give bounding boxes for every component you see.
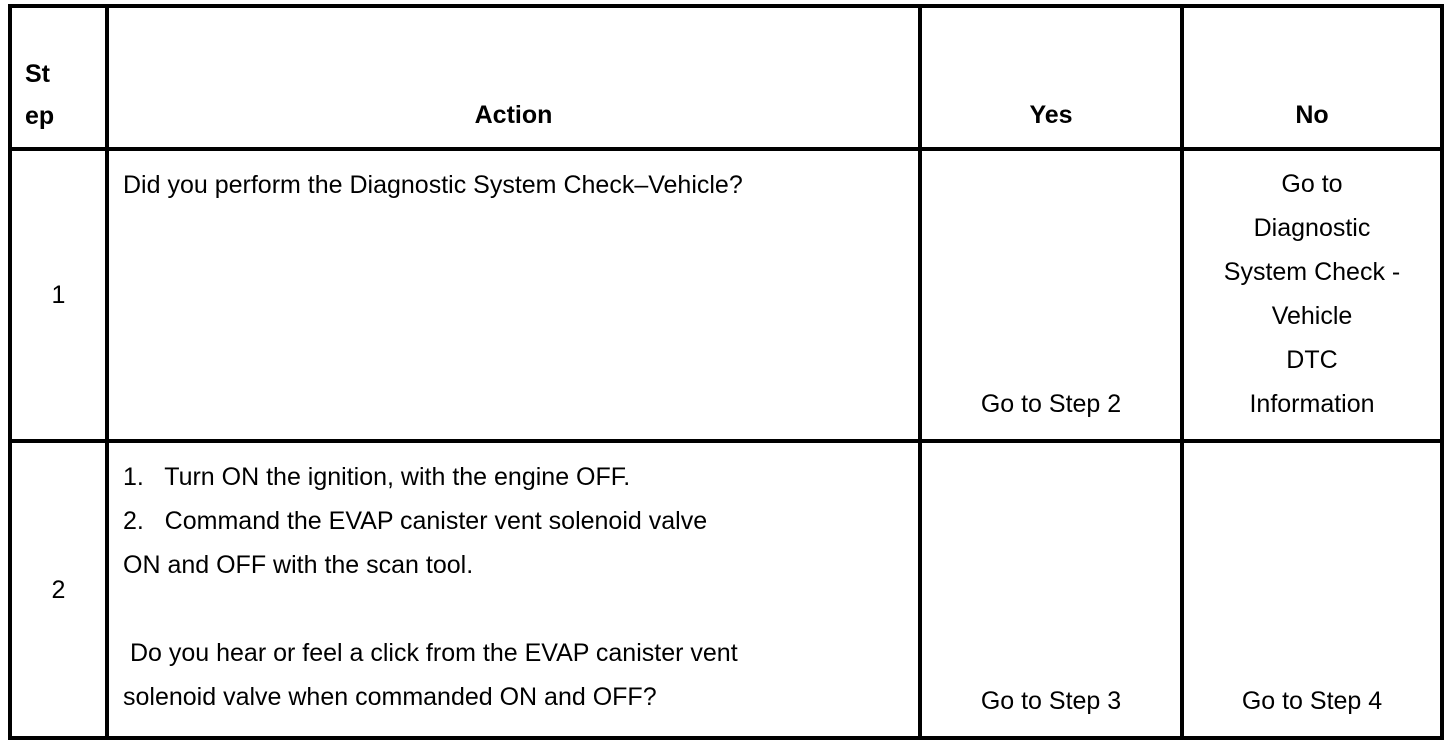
action-cell: 1. Turn ON the ignition, with the engine…	[105, 439, 922, 740]
no-result-cell: Go to Step 4	[1180, 439, 1444, 740]
table-row: 2 1. Turn ON the ignition, with the engi…	[8, 439, 1444, 740]
column-header-step: St ep	[8, 4, 109, 151]
no-result-cell: Go to Diagnostic System Check - Vehicle …	[1180, 147, 1444, 443]
yes-result-cell: Go to Step 2	[918, 147, 1184, 443]
step-number-cell: 1	[8, 147, 109, 443]
table-header-row: St ep Action Yes No	[8, 4, 1444, 151]
yes-result-cell: Go to Step 3	[918, 439, 1184, 740]
action-cell: Did you perform the Diagnostic System Ch…	[105, 147, 922, 443]
diagnostic-step-table: St ep Action Yes No 1 Did you perform th…	[8, 4, 1444, 740]
table-row: 1 Did you perform the Diagnostic System …	[8, 147, 1444, 443]
column-header-no: No	[1180, 4, 1444, 151]
column-header-action: Action	[105, 4, 922, 151]
column-header-yes: Yes	[918, 4, 1184, 151]
step-number-cell: 2	[8, 439, 109, 740]
